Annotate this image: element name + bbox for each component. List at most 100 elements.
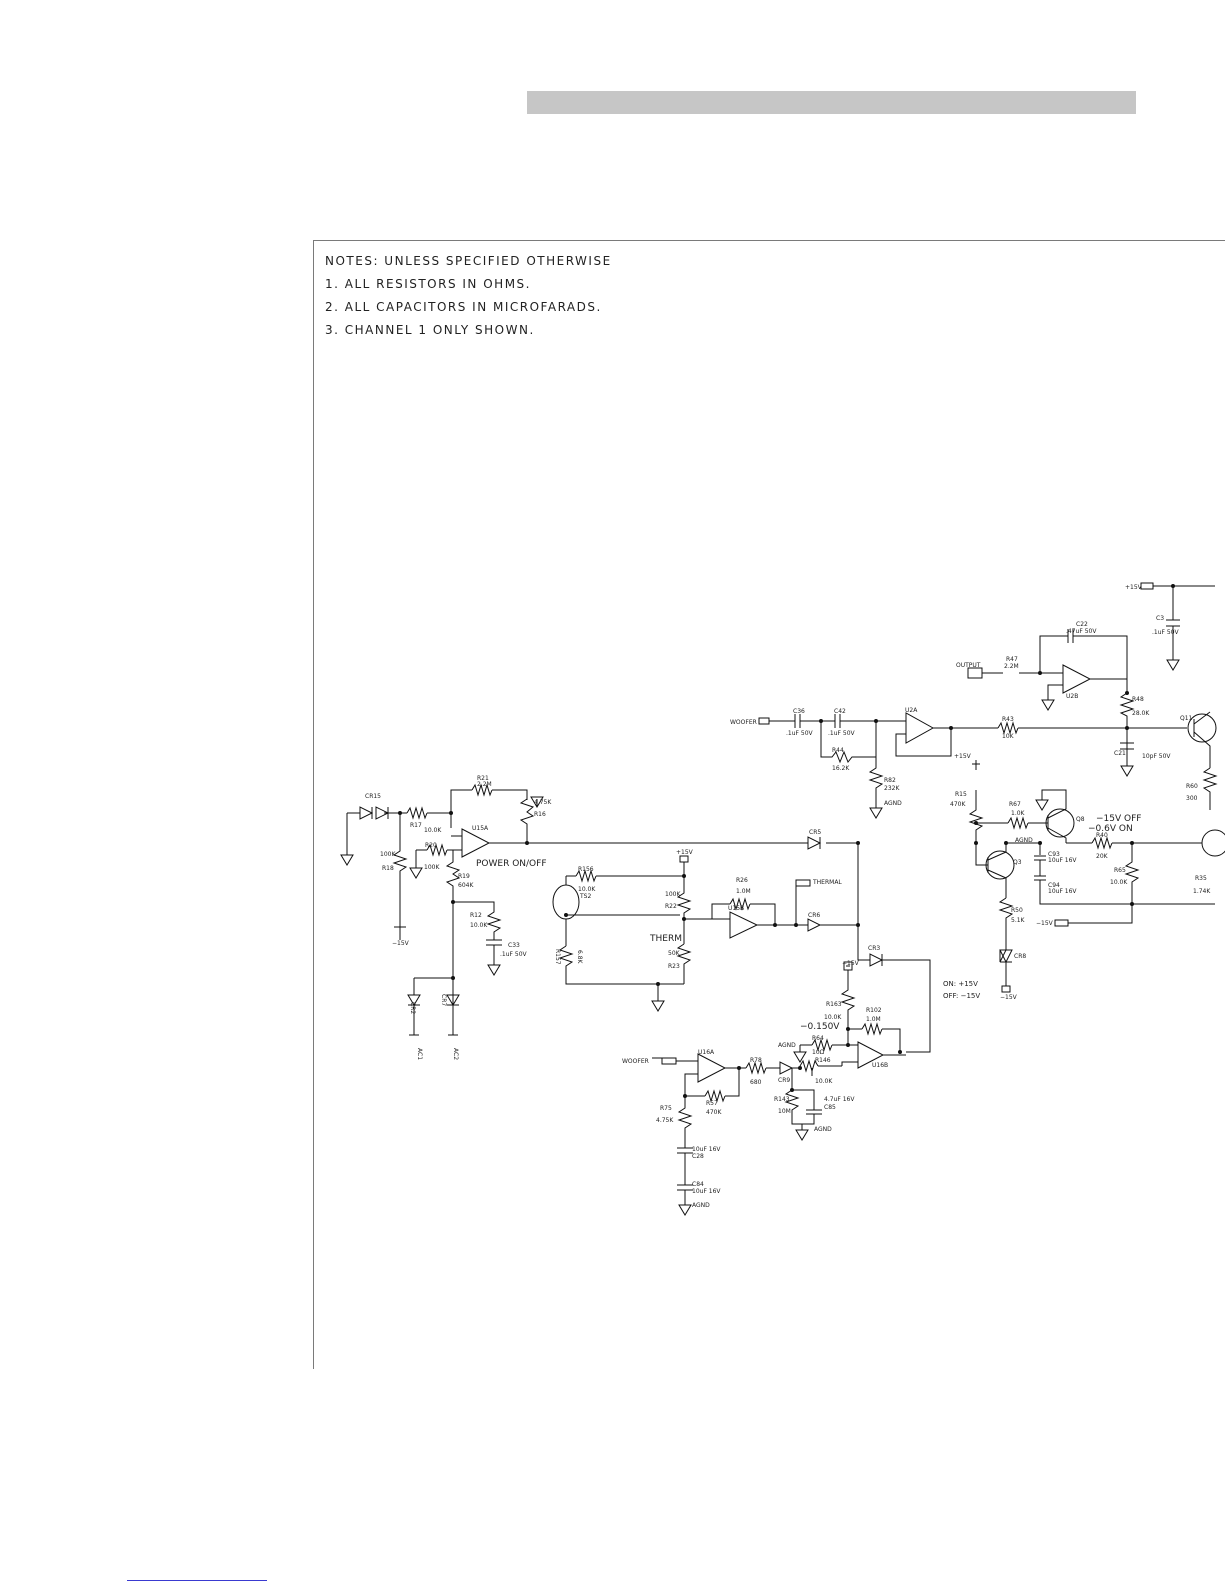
label-r102: R102 bbox=[866, 1007, 882, 1014]
label-cr7: CR7 bbox=[440, 994, 447, 1006]
label-c3-val: .1uF 50V bbox=[1152, 629, 1180, 636]
label-therm: THERM bbox=[649, 934, 682, 944]
label-r18-val: 100K bbox=[380, 851, 396, 858]
label-state-off: −15V OFF bbox=[1096, 814, 1141, 824]
label-r163-val: 10.0K bbox=[824, 1014, 842, 1021]
label-r26: R26 bbox=[736, 877, 748, 884]
label-output: OUTPUT bbox=[956, 662, 981, 669]
label-r143: R143 bbox=[774, 1096, 790, 1103]
label-r15-val: 470K bbox=[950, 801, 966, 808]
label-r50-val: 5.1K bbox=[1011, 917, 1026, 924]
label-agnd-c84: AGND bbox=[692, 1202, 710, 1209]
label-r146-val: 10.0K bbox=[815, 1078, 833, 1085]
label-ac2: AC2 bbox=[452, 1048, 459, 1060]
label-c85: C85 bbox=[824, 1104, 836, 1111]
label-r43-val: 10K bbox=[1002, 733, 1015, 740]
label-r78-val: 680 bbox=[750, 1079, 762, 1086]
label-r67-val: 1.0K bbox=[1011, 810, 1026, 817]
label-c3: C3 bbox=[1156, 615, 1164, 622]
label-agnd-u16b: AGND bbox=[778, 1042, 796, 1049]
label-r48-val: 28.0K bbox=[1132, 710, 1150, 717]
label-r26-val: 1.0M bbox=[736, 888, 751, 895]
label-n15v-mid: −15V bbox=[1036, 920, 1054, 927]
label-r64: R64 bbox=[812, 1035, 824, 1042]
label-agnd: AGND bbox=[884, 800, 902, 807]
label-c33: C33 bbox=[508, 942, 520, 949]
label-r40: R40 bbox=[1096, 832, 1108, 839]
label-c94: C94 bbox=[1048, 882, 1060, 889]
label-c36-val: .1uF 50V bbox=[786, 730, 814, 737]
label-u2b: U2B bbox=[1066, 693, 1078, 700]
label-q8: Q8 bbox=[1076, 816, 1085, 823]
label-n15v-left: −15V bbox=[392, 940, 410, 947]
note-2: 2. ALL CAPACITORS IN MICROFARADS. bbox=[325, 300, 602, 314]
label-r35: R35 bbox=[1195, 875, 1207, 882]
label-r102-val: 1.0M bbox=[866, 1016, 881, 1023]
label-ac1: AC1 bbox=[416, 1048, 423, 1060]
label-r143-val: 10M bbox=[778, 1108, 791, 1115]
bottom-link-underline[interactable] bbox=[127, 1580, 267, 1581]
label-cr15: CR15 bbox=[365, 793, 381, 800]
label-state-on: −0.6V ON bbox=[1088, 824, 1133, 834]
label-agnd-q8: AGND bbox=[1015, 837, 1033, 844]
label-c21-val: 10pF 50V bbox=[1142, 753, 1171, 760]
label-c93-val: 10uF 16V bbox=[1048, 857, 1077, 864]
label-r15: R15 bbox=[955, 791, 967, 798]
label-c21: C21 bbox=[1114, 750, 1126, 757]
label-r82-val: 232K bbox=[884, 785, 900, 792]
label-r50: R50 bbox=[1011, 907, 1023, 914]
label-r23: R23 bbox=[668, 963, 680, 970]
label-r44: R44 bbox=[832, 747, 844, 754]
label-r19-val: 604K bbox=[458, 882, 474, 889]
label-r21: R21 bbox=[477, 775, 489, 782]
label-c42: C42 bbox=[834, 708, 846, 715]
label-r60: R60 bbox=[1186, 783, 1198, 790]
label-p15v-u2a: +15V bbox=[954, 753, 972, 760]
label-r75-val: 4.75K bbox=[656, 1117, 674, 1124]
label-p15v-top: +15V bbox=[1125, 584, 1143, 591]
label-r146: R146 bbox=[815, 1057, 831, 1064]
label-r47: R47 bbox=[1006, 656, 1018, 663]
label-r19: R19 bbox=[458, 873, 470, 880]
notes-block: NOTES: UNLESS SPECIFIED OTHERWISE 1. ALL… bbox=[325, 250, 612, 342]
label-r44-val: 16.2K bbox=[832, 765, 850, 772]
label-woofer: WOOFER bbox=[730, 719, 757, 726]
label-c28-val: 10uF 16V bbox=[692, 1146, 721, 1153]
label-c42-val: .1uF 50V bbox=[828, 730, 856, 737]
label-r156-val: 10.0K bbox=[578, 886, 596, 893]
label-u16a: U16A bbox=[698, 1049, 715, 1056]
label-c36: C36 bbox=[793, 708, 805, 715]
label-r22-val: 100K bbox=[665, 891, 681, 898]
label-r35-val: 1.74K bbox=[1193, 888, 1211, 895]
label-u15b: U15B bbox=[728, 905, 744, 912]
label-r18: R18 bbox=[382, 865, 394, 872]
label-power: POWER ON/OFF bbox=[476, 859, 547, 869]
label-cr8: CR8 bbox=[1014, 953, 1026, 960]
label-r17-val: 10.0K bbox=[424, 827, 442, 834]
label-c84-val: 10uF 16V bbox=[692, 1188, 721, 1195]
label-q11: Q11 bbox=[1180, 715, 1193, 722]
label-r40-val: 20K bbox=[1096, 853, 1109, 860]
label-c22-val: .47uF 50V bbox=[1066, 628, 1097, 635]
label-r65: R65 bbox=[1114, 867, 1126, 874]
label-n15v-led: −15V bbox=[1000, 994, 1018, 1001]
label-v0150: −0.150V bbox=[800, 1022, 840, 1032]
label-r157: R157 bbox=[554, 949, 561, 965]
label-r60-val: 300 bbox=[1186, 795, 1198, 802]
label-q3: Q3 bbox=[1013, 859, 1022, 866]
label-r23-val: 50K bbox=[668, 950, 681, 957]
label-c33-val: .1uF 50V bbox=[500, 951, 528, 958]
label-r12-val: 10.0K bbox=[470, 922, 488, 929]
label-r17: R17 bbox=[410, 822, 422, 829]
label-woofer2: WOOFER bbox=[622, 1058, 649, 1065]
label-r20-val: 100K bbox=[424, 864, 440, 871]
label-led-off: OFF: −15V bbox=[943, 992, 980, 1000]
label-r57-val: 470K bbox=[706, 1109, 722, 1116]
label-c93: C93 bbox=[1048, 851, 1060, 858]
label-r64-val: 10Ω bbox=[812, 1049, 825, 1056]
label-c94-val: 10uF 16V bbox=[1048, 888, 1077, 895]
note-3: 3. CHANNEL 1 ONLY SHOWN. bbox=[325, 323, 535, 337]
label-p15v-r22: +15V bbox=[676, 849, 694, 856]
label-cr5: CR5 bbox=[809, 829, 821, 836]
